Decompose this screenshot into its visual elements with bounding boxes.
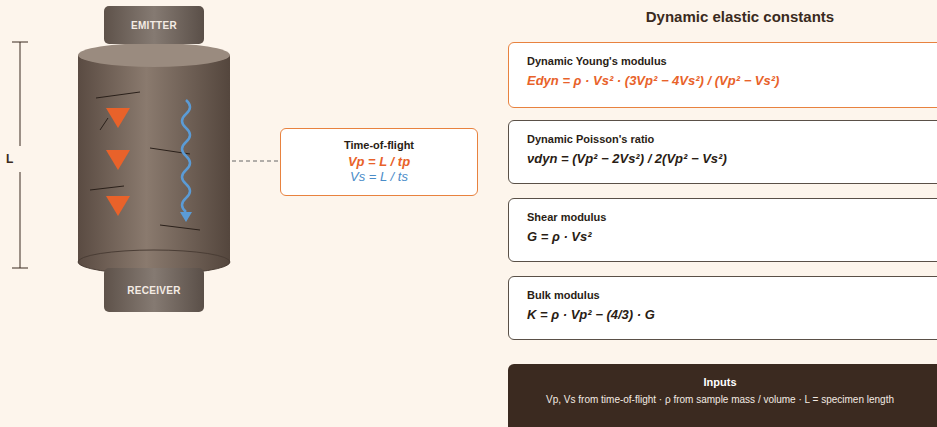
heading-text: Inputs xyxy=(516,376,924,388)
formula-text: G = ρ · Vs² xyxy=(527,229,929,244)
heading-text: EMITTER xyxy=(131,20,177,31)
text-stack: RECEIVER xyxy=(127,285,181,296)
formula-text: Vp, Vs from time-of-flight · ρ from samp… xyxy=(516,394,924,405)
s-wave xyxy=(182,100,190,212)
emitter-cap xyxy=(104,6,204,44)
formula-text: K = ρ · Vp² − (4/3) · G xyxy=(527,307,929,322)
dimension-label: L xyxy=(6,152,13,166)
p-wave-arrows xyxy=(106,108,130,216)
formula-box: Dynamic Poisson's ratio νdyn = (Vp² − 2Vs… xyxy=(508,120,937,184)
formula-box: Dynamic Young's modulusEdyn = ρ · Vs² · … xyxy=(508,42,937,108)
emitter-label-box: EMITTER xyxy=(104,6,204,44)
formula-text: Edyn = ρ · Vs² · (3Vp² − 4Vs²) / (Vp² − … xyxy=(527,73,929,88)
leader-line xyxy=(232,161,278,162)
heading-text: RECEIVER xyxy=(127,285,181,296)
length-dimension xyxy=(12,42,28,268)
heading-text: Time-of-flight xyxy=(289,139,469,151)
receiver-label-box: RECEIVER xyxy=(104,268,204,312)
text-stack: EMITTER xyxy=(131,20,177,31)
s-wave-head xyxy=(180,212,192,222)
heading-text: Shear modulus xyxy=(527,211,929,223)
crack-lines xyxy=(90,92,200,230)
formula-text: νdyn = (Vp² − 2Vs²) / 2(Vp² − Vs²) xyxy=(527,151,929,166)
heading-text: Dynamic Poisson's ratio xyxy=(527,133,929,145)
specimen-top xyxy=(78,43,230,67)
formula-text: Vp = L / tp xyxy=(289,154,469,169)
specimen-body xyxy=(78,55,230,274)
heading-text: Bulk modulus xyxy=(527,289,929,301)
receiver-cap xyxy=(104,268,204,312)
heading-text: Dynamic Young's modulus xyxy=(527,55,929,67)
formula-box: Bulk modulus K = ρ · Vp² − (4/3) · G xyxy=(508,276,937,340)
inputs-panel: InputsVp, Vs from time-of-flight · ρ fro… xyxy=(508,364,937,427)
diagram-title: Dynamic elastic constants xyxy=(560,8,920,25)
time-of-flight-box: Time-of-flight Vp = L / tpVs = L / ts xyxy=(280,128,478,196)
formula-box: Shear modulus G = ρ · Vs² xyxy=(508,198,937,262)
formula-text: Vs = L / ts xyxy=(289,169,469,184)
